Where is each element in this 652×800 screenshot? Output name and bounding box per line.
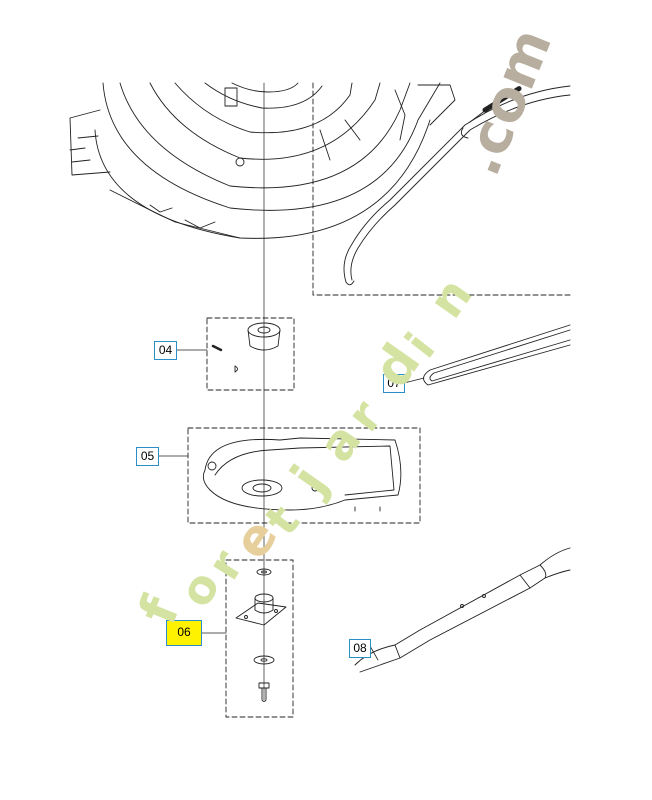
- part-08-blade: [354, 547, 571, 673]
- part-callout-07[interactable]: 07: [383, 374, 405, 393]
- part-06-group: [225, 559, 294, 718]
- part-callout-04[interactable]: 04: [154, 341, 177, 360]
- mower-deck: [69, 82, 456, 239]
- part-callout-05[interactable]: 05: [136, 447, 159, 466]
- part-05-group: [187, 427, 421, 524]
- cable-inset: [312, 82, 571, 296]
- part-04-group: [206, 317, 295, 391]
- part-callout-06[interactable]: 06: [166, 620, 202, 646]
- part-07-belt: [423, 324, 571, 386]
- part-callout-08[interactable]: 08: [349, 639, 371, 658]
- leader-lines: [157, 349, 425, 661]
